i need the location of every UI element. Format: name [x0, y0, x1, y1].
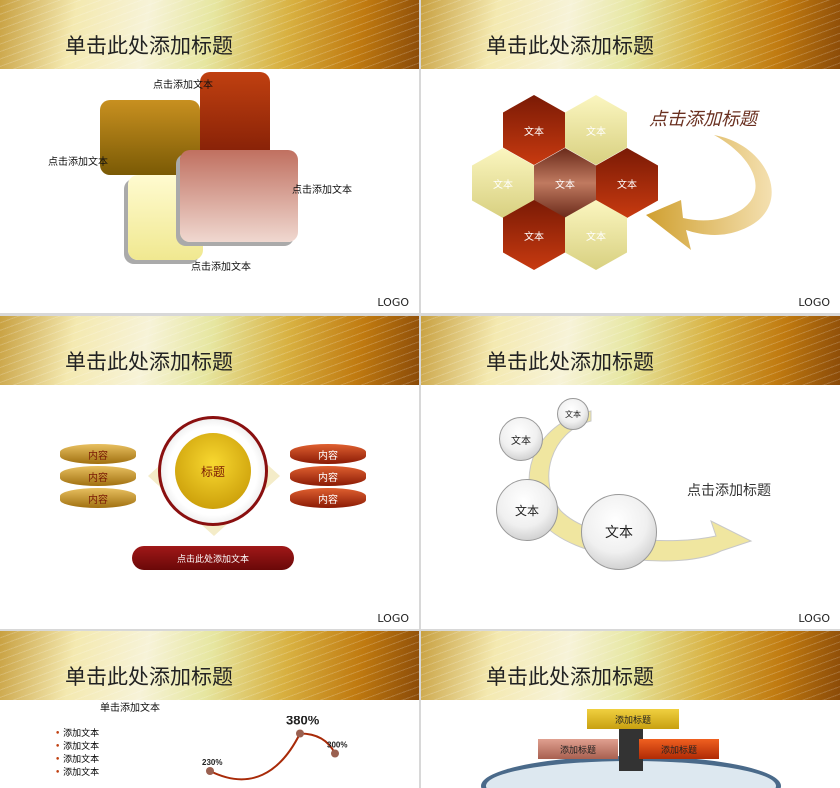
cylinder-right: 内容: [290, 466, 366, 486]
data-label: 380%: [286, 716, 320, 728]
label-top: 点击添加文本: [153, 80, 213, 91]
data-label: 300%: [327, 741, 347, 750]
header-banner: [421, 316, 840, 385]
bullet-item: • 添加文本: [55, 742, 100, 752]
curved-arrow-icon: [646, 135, 772, 250]
slide-2-hexagons[interactable]: 单击此处添加标题 文本 文本 文本 文本 文本 文本 文本 点击添加标题 LOG…: [421, 0, 840, 313]
data-point: [296, 729, 304, 738]
label-bottom: 点击添加文本: [191, 262, 251, 273]
slide-1-puzzle[interactable]: 单击此处添加标题 点击添加文本 点击添加文本 点击添加文本 点击添加文本 LOG…: [0, 0, 419, 313]
slide-4-spheres[interactable]: 单击此处添加标题 文本 文本 文本 文本 点击添加标题 LOGO: [421, 316, 840, 629]
logo: LOGO: [798, 612, 830, 625]
logo: LOGO: [377, 296, 409, 309]
add-text-button[interactable]: 点击此处添加文本: [132, 546, 294, 570]
header-banner: [421, 0, 840, 69]
heading: 点击添加标题: [649, 109, 757, 130]
logo: LOGO: [798, 296, 830, 309]
cylinder-right: 内容: [290, 444, 366, 464]
label-right: 点击添加文本: [292, 185, 352, 196]
line-chart: 230% 380% 300%: [202, 716, 347, 781]
slide-title: 单击此处添加标题: [486, 665, 654, 689]
cylinder-left: 内容: [60, 488, 136, 508]
header-banner: [0, 316, 419, 385]
center-circle: 标题: [175, 433, 251, 509]
title-box: 添加标题: [587, 709, 679, 729]
sphere: 文本: [499, 417, 543, 461]
sphere: 文本: [557, 398, 589, 430]
data-point: [331, 749, 339, 758]
logo: LOGO: [377, 612, 409, 625]
bullet-item: • 添加文本: [55, 729, 100, 739]
bullet-item: • 添加文本: [55, 768, 100, 778]
heading: 点击添加标题: [687, 483, 771, 499]
header-banner: [0, 0, 419, 69]
header-banner: [0, 631, 419, 700]
slide-title: 单击此处添加标题: [486, 350, 654, 374]
puzzle-piece-pink: [180, 150, 298, 242]
title-box: 添加标题: [538, 739, 618, 759]
sphere: 文本: [496, 479, 558, 541]
slide-title: 单击此处添加标题: [65, 350, 233, 374]
series-line: [209, 732, 336, 781]
slide-title: 单击此处添加标题: [65, 665, 233, 689]
header-banner: [421, 631, 840, 700]
cylinder-right: 内容: [290, 488, 366, 508]
data-label: 230%: [202, 758, 222, 767]
slide-title: 单击此处添加标题: [486, 34, 654, 58]
subtitle: 单击添加文本: [100, 703, 160, 714]
data-point: [206, 767, 214, 775]
bullet-item: • 添加文本: [55, 755, 100, 765]
label-left: 点击添加文本: [48, 157, 108, 168]
slide-5-chart[interactable]: 单击此处添加标题 单击添加文本 • 添加文本 • 添加文本 • 添加文本 • 添…: [0, 631, 419, 788]
sphere: 文本: [581, 494, 657, 570]
cylinder-left: 内容: [60, 466, 136, 486]
slide-3-cylinders[interactable]: 单击此处添加标题 内容 内容 内容 内容 内容 内容 标题 点击此处添加文本 L…: [0, 316, 419, 629]
title-box: 添加标题: [639, 739, 719, 759]
slide-title: 单击此处添加标题: [65, 34, 233, 58]
slide-6-boxes[interactable]: 单击此处添加标题 添加标题 添加标题 添加标题: [421, 631, 840, 788]
bullet-list: • 添加文本 • 添加文本 • 添加文本 • 添加文本: [55, 728, 99, 780]
cylinder-left: 内容: [60, 444, 136, 464]
